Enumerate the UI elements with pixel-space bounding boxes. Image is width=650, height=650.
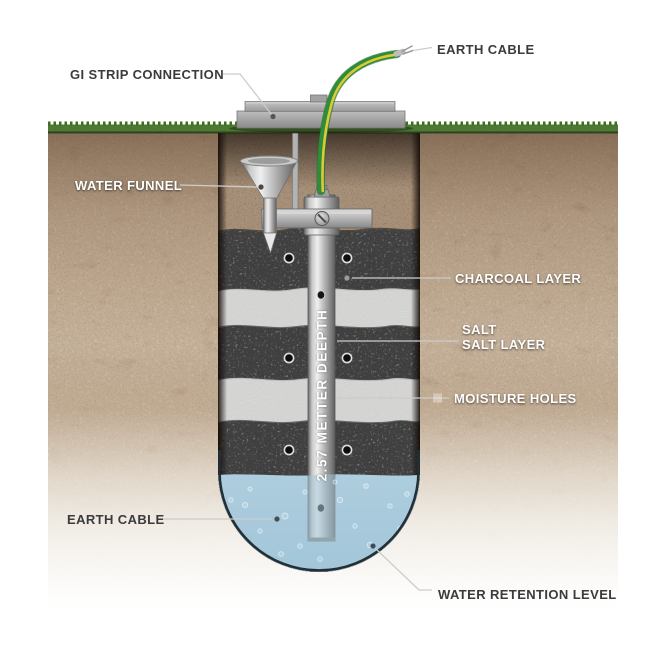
label-earth-cable-top: EARTH CABLE bbox=[437, 42, 535, 57]
moisture-hole-icon bbox=[341, 352, 353, 364]
label-moisture-holes: MOISTURE HOLES bbox=[454, 391, 577, 406]
label-salt: SALT bbox=[462, 322, 497, 337]
leader-water-retention bbox=[374, 547, 432, 591]
moisture-hole-icon bbox=[283, 252, 295, 264]
leader-water-funnel bbox=[179, 184, 258, 188]
leader-lines bbox=[160, 46, 458, 591]
earth-cable-icon bbox=[316, 45, 414, 196]
leader-earth-cable-top bbox=[412, 46, 433, 52]
label-charcoal-layer: CHARCOAL LAYER bbox=[455, 271, 582, 286]
clamp-assembly bbox=[261, 185, 373, 236]
moisture-hole-icon bbox=[341, 252, 353, 264]
moisture-hole-icon bbox=[283, 352, 295, 364]
label-water-funnel: WATER FUNNEL bbox=[75, 178, 183, 193]
pipe-depth-text: 2.57 METTER DEEPTH bbox=[314, 308, 329, 482]
leader-dots bbox=[258, 113, 442, 549]
label-water-retention-level: WATER RETENTION LEVEL bbox=[438, 587, 617, 602]
pipe-hole-icon bbox=[316, 290, 326, 300]
leader-gi-strip bbox=[223, 73, 273, 116]
moisture-holes-icons bbox=[283, 252, 353, 456]
label-earth-cable-bottom: EARTH CABLE bbox=[67, 512, 165, 527]
water-funnel-icon bbox=[240, 155, 298, 255]
moisture-hole-icon bbox=[283, 444, 295, 456]
pit-wall-left bbox=[218, 130, 227, 475]
cap-knob-icon bbox=[310, 94, 328, 103]
grass-strip bbox=[48, 121, 618, 134]
pit-wall-right bbox=[411, 130, 420, 475]
label-salt-layer: SALT LAYER bbox=[462, 337, 546, 352]
pit-bottom-outline bbox=[218, 450, 420, 572]
label-gi-strip-connection: GI STRIP CONNECTION bbox=[70, 67, 224, 82]
moisture-hole-icon bbox=[341, 444, 353, 456]
